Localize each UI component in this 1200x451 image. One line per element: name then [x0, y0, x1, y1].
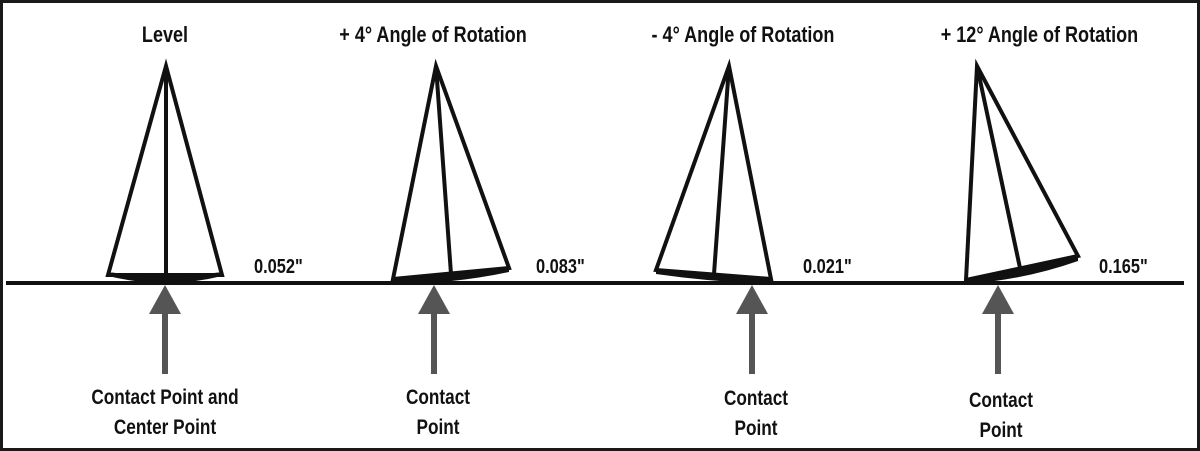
- label-contact-plus12-line2: Point: [979, 419, 1023, 442]
- sail-level: [105, 58, 225, 283]
- title-level: Level: [141, 22, 189, 47]
- label-contact-plus12-line1: Contact: [968, 389, 1034, 412]
- label-contact-minus4: Contact Point: [699, 384, 814, 444]
- label-contact-center-line1: Contact Point and: [91, 386, 239, 409]
- label-contact-plus12: Contact Point: [944, 386, 1059, 446]
- sail-plus12-base: [966, 256, 1078, 284]
- sail-minus4-center: [712, 65, 731, 275]
- measurement-plus4: 0.083": [536, 256, 585, 278]
- arrow-plus12: [982, 285, 1014, 374]
- measurement-level: 0.052": [254, 256, 303, 278]
- sail-minus4-outline: [653, 58, 774, 282]
- label-contact-minus4-line2: Point: [734, 417, 778, 440]
- label-contact-minus4-line1: Contact: [723, 387, 789, 410]
- measurement-plus12: 0.165": [1099, 256, 1148, 278]
- label-contact-center: Contact Point and Center Point: [79, 383, 251, 443]
- label-contact-center-line2: Center Point: [113, 416, 217, 439]
- title-plus4: + 4° Angle of Rotation: [339, 22, 527, 47]
- arrow-minus4: [736, 285, 768, 374]
- label-contact-plus4: Contact Point: [381, 383, 496, 443]
- sail-minus4: [653, 58, 774, 284]
- sail-plus4: [390, 58, 512, 284]
- sail-plus12-center: [975, 65, 1022, 269]
- measurement-minus4: 0.021": [803, 256, 852, 278]
- sail-level-base: [108, 272, 222, 283]
- arrow-plus4: [418, 285, 450, 374]
- title-plus12: + 12° Angle of Rotation: [940, 22, 1139, 47]
- sail-plus4-base: [393, 268, 509, 284]
- sail-plus12: [963, 58, 1082, 284]
- label-contact-plus4-line1: Contact: [405, 386, 471, 409]
- title-minus4: - 4° Angle of Rotation: [651, 22, 835, 47]
- sail-plus4-center: [434, 65, 453, 275]
- arrow-level: [149, 285, 181, 374]
- label-contact-plus4-line2: Point: [416, 416, 460, 439]
- sail-minus4-base: [656, 270, 771, 284]
